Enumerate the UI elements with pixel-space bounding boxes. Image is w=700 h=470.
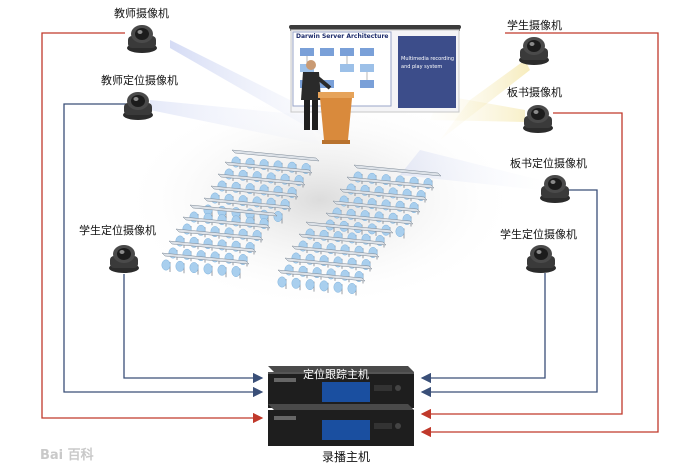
chair — [395, 226, 405, 237]
teacher-figure — [301, 60, 332, 130]
desk-row — [203, 197, 292, 210]
camera-board-position-icon — [540, 175, 570, 203]
label-teacher-camera: 教师摄像机 — [114, 7, 169, 20]
camera-board-icon — [523, 105, 553, 133]
camera-teacher-position-icon — [123, 92, 153, 120]
teacher-camera-line — [41, 32, 264, 424]
desk-row — [325, 212, 414, 225]
desk-row — [339, 188, 428, 201]
label-teacher-position-camera: 教师定位摄像机 — [101, 74, 178, 87]
chair — [217, 264, 227, 276]
chair — [175, 260, 185, 272]
slide-title: Darwin Server Architecture — [296, 33, 389, 40]
label-board-camera: 板书摄像机 — [507, 86, 562, 99]
classroom-seating — [161, 149, 442, 296]
label-student-position-left-camera: 学生定位摄像机 — [79, 224, 156, 237]
label-tracking-host: 定位跟踪主机 — [303, 368, 369, 381]
slide-side-text-1: Multimedia recording — [401, 56, 455, 62]
chair — [203, 263, 213, 275]
board-position-line — [420, 189, 598, 398]
camera-teacher-icon — [127, 25, 157, 53]
recording-host-device — [268, 404, 414, 446]
desk-row — [277, 269, 366, 282]
floor-shadow — [120, 90, 520, 310]
chair — [291, 277, 301, 289]
podium — [318, 92, 354, 144]
desk-row — [298, 233, 387, 246]
blue-connections — [63, 103, 598, 398]
desk-row — [231, 149, 320, 162]
chair — [231, 266, 241, 277]
label-recording-host: 录播主机 — [322, 450, 371, 464]
watermark: Bai 百科 — [40, 448, 94, 463]
board-camera-line — [420, 112, 623, 420]
student-position-left-line — [123, 274, 264, 384]
tracking-host-device — [268, 366, 414, 408]
desk-row — [175, 228, 264, 241]
red-connections — [41, 32, 659, 438]
student-camera-line — [420, 32, 659, 438]
chair — [347, 283, 357, 294]
desk-row — [161, 252, 250, 265]
desk-row — [224, 161, 313, 174]
desk-row — [346, 176, 435, 189]
label-student-camera: 学生摄像机 — [507, 19, 562, 32]
desk-row — [305, 221, 394, 234]
teacher-position-line — [63, 103, 264, 398]
camera-student-icon — [519, 37, 549, 65]
desk-row — [182, 216, 271, 229]
label-student-position-right-camera: 学生定位摄像机 — [500, 228, 577, 241]
slide-side-text-2: and play system — [401, 64, 443, 70]
chair — [161, 259, 171, 271]
camera-student-position-right-icon — [526, 245, 556, 273]
desk-row — [332, 200, 421, 213]
desk-row — [284, 257, 373, 270]
camera-student-position-left-icon — [109, 245, 139, 273]
desk-row — [291, 245, 380, 258]
teacher-position-beam — [150, 100, 320, 145]
chair — [277, 276, 287, 288]
chair — [189, 262, 199, 274]
chair — [333, 281, 343, 293]
recording-host-display — [322, 420, 370, 440]
tracking-host-display — [322, 382, 370, 402]
board-position-beam — [400, 150, 540, 190]
chair — [305, 279, 315, 291]
chair — [273, 211, 283, 222]
desk-row — [189, 204, 278, 217]
desk-row — [217, 173, 306, 186]
desk-row — [210, 185, 299, 198]
desk-row — [353, 164, 442, 177]
slide-side-panel — [398, 36, 456, 108]
label-board-position-camera: 板书定位摄像机 — [510, 157, 587, 170]
chair — [319, 280, 329, 292]
student-position-right-line — [420, 273, 546, 384]
desk-row — [168, 240, 257, 253]
